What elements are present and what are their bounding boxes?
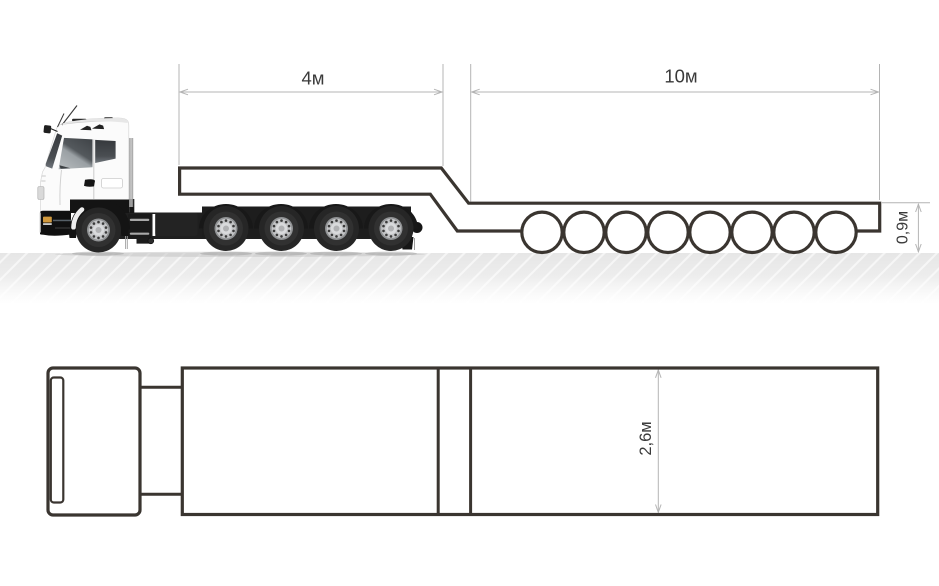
svg-text:0,9м: 0,9м [895,211,912,244]
svg-text:10м: 10м [664,66,697,87]
svg-text:4м: 4м [301,68,324,89]
svg-text:2,6м: 2,6м [637,421,655,455]
